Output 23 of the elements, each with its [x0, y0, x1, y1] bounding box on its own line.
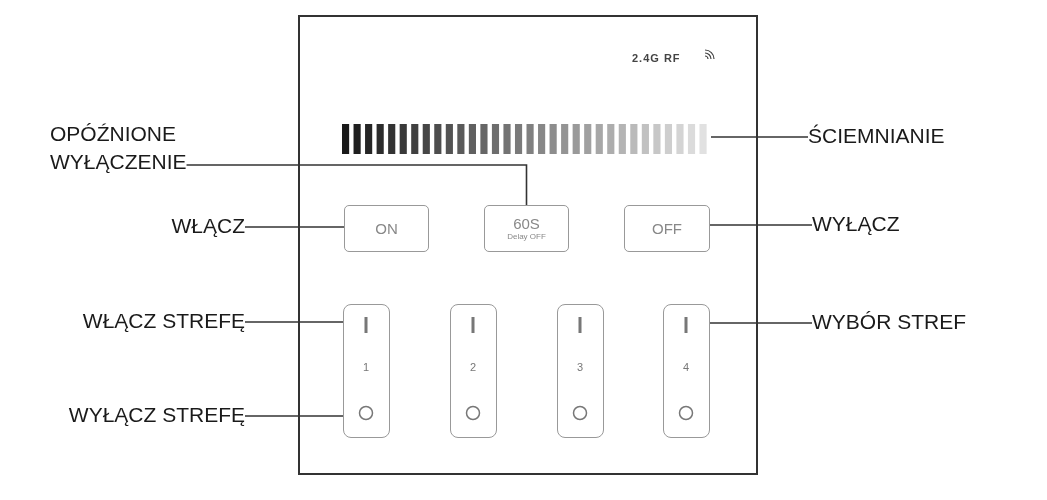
- off-button: OFF: [624, 205, 710, 252]
- leader-line: [185, 164, 528, 206]
- callout-label: WŁĄCZ STREFĘ: [82, 307, 245, 335]
- leader-line: [709, 322, 813, 324]
- zone-key: 2: [450, 304, 497, 438]
- callout-label: WYBÓR STREF: [812, 308, 966, 336]
- frequency-label: 2.4G RF: [632, 52, 681, 64]
- callout-label: OPÓŹNIONE WYŁĄCZENIE: [50, 120, 255, 176]
- zone-key: 1: [343, 304, 390, 438]
- leader-line: [710, 136, 809, 138]
- callout-label: ŚCIEMNIANIE: [808, 122, 945, 150]
- on-button: ON: [344, 205, 429, 252]
- callout-label: WYŁĄCZ STREFĘ: [68, 401, 245, 429]
- zone-key: 3: [557, 304, 604, 438]
- callout-label: WŁĄCZ: [171, 212, 245, 240]
- leader-line: [244, 415, 344, 417]
- leader-line: [244, 226, 345, 228]
- delay-off-button: 60S Delay OFF: [484, 205, 569, 252]
- leader-line: [709, 224, 813, 226]
- callout-label: WYŁĄCZ: [812, 210, 900, 238]
- leader-line: [244, 321, 344, 323]
- zone-key: 4: [663, 304, 710, 438]
- wall-panel: [298, 15, 758, 475]
